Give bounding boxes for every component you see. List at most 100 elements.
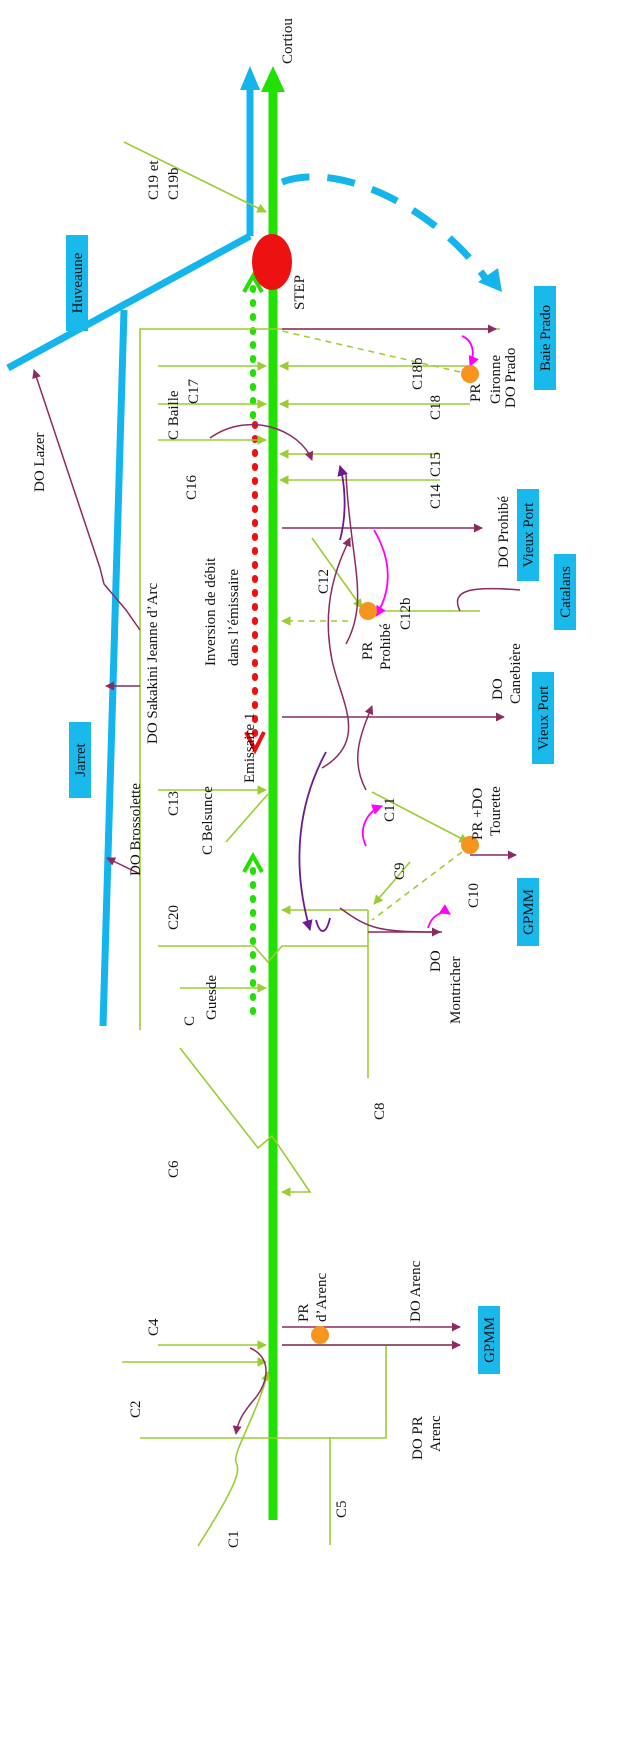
label-c15: C15 — [428, 452, 444, 477]
collector-c12 — [311, 537, 363, 609]
label-pr-arenc-2: d’Arenc — [314, 1273, 330, 1322]
green-dots-upper-arrow — [242, 271, 264, 293]
badge-vieux-port-2: Vieux Port — [532, 672, 554, 764]
collector-c20-crossing — [158, 945, 368, 964]
label-do-pr-arenc-1: DO PR — [410, 1416, 426, 1460]
label-pr-gironne: PR — [468, 384, 484, 402]
collector-left-trunk — [139, 328, 500, 1030]
overflow-c11-curve — [356, 705, 374, 791]
badge-jarret: Jarret — [69, 722, 91, 798]
label-do-montricher-1: DO — [428, 950, 444, 972]
arrow-prohibe — [373, 529, 389, 617]
overflow-catalans — [456, 587, 521, 612]
label-c12b: C12b — [398, 597, 414, 630]
label-c17: C17 — [186, 378, 202, 404]
label-c6: C6 — [166, 1160, 182, 1178]
label-do-sakakini: DO Sakakini Jeanne d’Arc — [145, 582, 161, 744]
label-c11: C11 — [382, 798, 398, 822]
pump-tourette — [461, 836, 479, 854]
overflow-montricher-curve — [339, 907, 443, 933]
label-do-canebiere-2: Canebière — [508, 643, 524, 704]
label-gironne: Gironne — [488, 355, 504, 404]
label-emissaire: Emissaire 1 — [242, 713, 258, 783]
badges: Huveaune Baie Prado Vieux Port Catalans … — [66, 235, 576, 1374]
badge-vieux-port-1: Vieux Port — [517, 489, 539, 581]
badge-jarret-label: Jarret — [73, 743, 89, 777]
label-do-arenc: DO Arenc — [408, 1260, 424, 1322]
collector-c6 — [179, 1047, 312, 1197]
label-c-guesde-2: Guesde — [204, 975, 220, 1020]
label-pr-tourette-2: Tourette — [488, 786, 504, 836]
magenta-arrows — [361, 335, 479, 929]
collector-c1 — [197, 1371, 271, 1547]
pump-gironne — [461, 365, 479, 383]
arrow-c15-up — [337, 464, 348, 541]
overflow-prohibe-curve — [345, 473, 359, 645]
collector-c19 — [123, 141, 267, 213]
arrow-c11 — [361, 804, 384, 847]
pump-arenc — [311, 1326, 329, 1344]
label-step: STEP — [292, 275, 308, 310]
label-do-canebiere-1: DO — [490, 678, 506, 700]
green-dots-lower-arrow — [242, 851, 264, 873]
collector-c11 — [371, 791, 469, 843]
overflow-c2-curve — [232, 1347, 267, 1435]
label-do-brossolette: DO Brossolette — [128, 783, 144, 876]
river-baie-prado-arrowhead — [478, 268, 502, 292]
river-huveaune — [6, 232, 252, 372]
arrow-c10 — [427, 904, 451, 929]
collector-gironne-return — [281, 330, 461, 373]
label-inversion-line1: Inversion de débit — [203, 557, 219, 666]
label-c2: C2 — [128, 1400, 144, 1418]
step-plant — [252, 234, 292, 290]
badge-gpmm-2: GPMM — [478, 1306, 500, 1374]
badge-gpmm-1-label: GPMM — [521, 889, 537, 935]
collector-c10 — [371, 851, 463, 921]
badge-baie-prado: Baie Prado — [534, 286, 556, 390]
collector-c-belsunce — [225, 793, 269, 843]
flow-reversal — [242, 271, 266, 1018]
arrow-c20-down — [298, 751, 327, 932]
rivers — [6, 66, 502, 1027]
red-dots-arrow — [244, 731, 266, 755]
river-arrowhead — [240, 66, 260, 90]
badge-catalans-label: Catalans — [558, 566, 574, 618]
overflows — [32, 324, 521, 1435]
label-do-montricher-2: Montricher — [448, 957, 464, 1024]
overflow-do-lazer — [32, 369, 141, 631]
label-c13: C13 — [166, 791, 182, 816]
label-pr-tourette-1: PR +DO — [470, 788, 486, 840]
label-c8: C8 — [372, 1102, 388, 1120]
label-c-guesde-1: C — [182, 1016, 198, 1026]
badge-catalans: Catalans — [554, 554, 576, 630]
emissary-arrowhead — [261, 66, 285, 92]
label-c-belsunce: C Belsunce — [200, 786, 216, 855]
label-c5: C5 — [334, 1500, 350, 1518]
overflow-do-brossolette — [106, 857, 141, 875]
label-c19: C19 et — [146, 160, 162, 200]
badge-huveaune: Huveaune — [66, 235, 88, 331]
collector-arenc-loop — [140, 1345, 387, 1439]
label-c9: C9 — [392, 862, 408, 880]
label-c-baille: C Baille — [166, 390, 182, 440]
collectors — [122, 141, 500, 1547]
river-jarret — [99, 309, 128, 1027]
label-do-prado: DO Prado — [503, 348, 519, 408]
label-c16: C16 — [184, 474, 200, 500]
pump-prohibe — [359, 602, 377, 620]
label-do-lazer: DO Lazer — [32, 432, 48, 492]
label-c19b: C19b — [166, 167, 182, 200]
badge-huveaune-label: Huveaune — [70, 252, 86, 313]
river-baie-prado-dashed — [280, 173, 491, 284]
badge-vieux-port-1-label: Vieux Port — [521, 502, 537, 567]
pump-stations — [311, 365, 479, 1344]
label-c18: C18 — [428, 395, 444, 420]
label-c20: C20 — [166, 905, 182, 930]
overflow-c16-curve — [209, 423, 314, 461]
label-inversion-line2: dans l’émissaire — [226, 569, 242, 666]
badge-vieux-port-2-label: Vieux Port — [536, 685, 552, 750]
label-c14: C14 — [428, 483, 444, 509]
label-c18b: C18b — [410, 357, 426, 390]
